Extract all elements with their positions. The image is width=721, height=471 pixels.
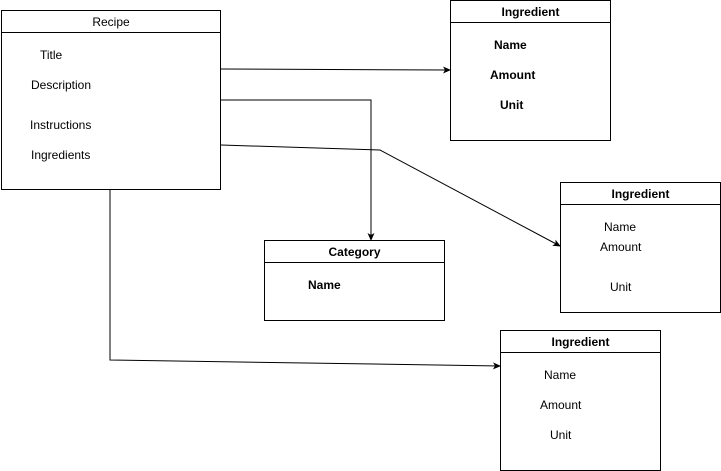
ingredient-entity-bottom[interactable]: Ingredient Name Amount Unit: [500, 330, 661, 471]
recipe-field-title: Title: [40, 48, 63, 62]
ingredient-top-field-unit: Unit: [500, 98, 524, 112]
connector-recipe-to-ingredient-right: [220, 144, 561, 247]
connector-recipe-to-category: [221, 99, 375, 241]
recipe-entity-title: Recipe: [2, 11, 220, 33]
ingredient-bottom-field-amount: Amount: [540, 398, 582, 412]
ingredient-entity-right[interactable]: Ingredient Name Amount Unit: [560, 182, 721, 313]
category-title: Category: [265, 241, 444, 263]
connector-recipe-to-ingredient-top: [220, 66, 451, 74]
ingredient-right-field-amount: Amount: [600, 240, 642, 254]
ingredient-bottom-field-unit: Unit: [550, 428, 572, 442]
ingredient-top-field-name: Name: [494, 38, 527, 52]
ingredient-right-title: Ingredient: [561, 183, 720, 205]
ingredient-top-field-amount: Amount: [490, 68, 536, 82]
recipe-field-instructions: Instructions: [30, 118, 92, 132]
recipe-field-description: Description: [31, 78, 92, 92]
ingredient-bottom-title: Ingredient: [501, 331, 660, 353]
ingredient-right-field-unit: Unit: [610, 280, 632, 294]
ingredient-top-title: Ingredient: [451, 1, 610, 23]
category-field-name: Name: [308, 278, 341, 292]
recipe-field-ingredients: Ingredients: [31, 148, 91, 162]
recipe-entity[interactable]: Recipe Title Description Instructions In…: [1, 10, 221, 190]
ingredient-bottom-field-name: Name: [544, 368, 577, 382]
ingredient-entity-top[interactable]: Ingredient Name Amount Unit: [450, 0, 611, 141]
ingredient-right-field-name: Name: [604, 220, 637, 234]
category-entity[interactable]: Category Name: [264, 240, 445, 321]
